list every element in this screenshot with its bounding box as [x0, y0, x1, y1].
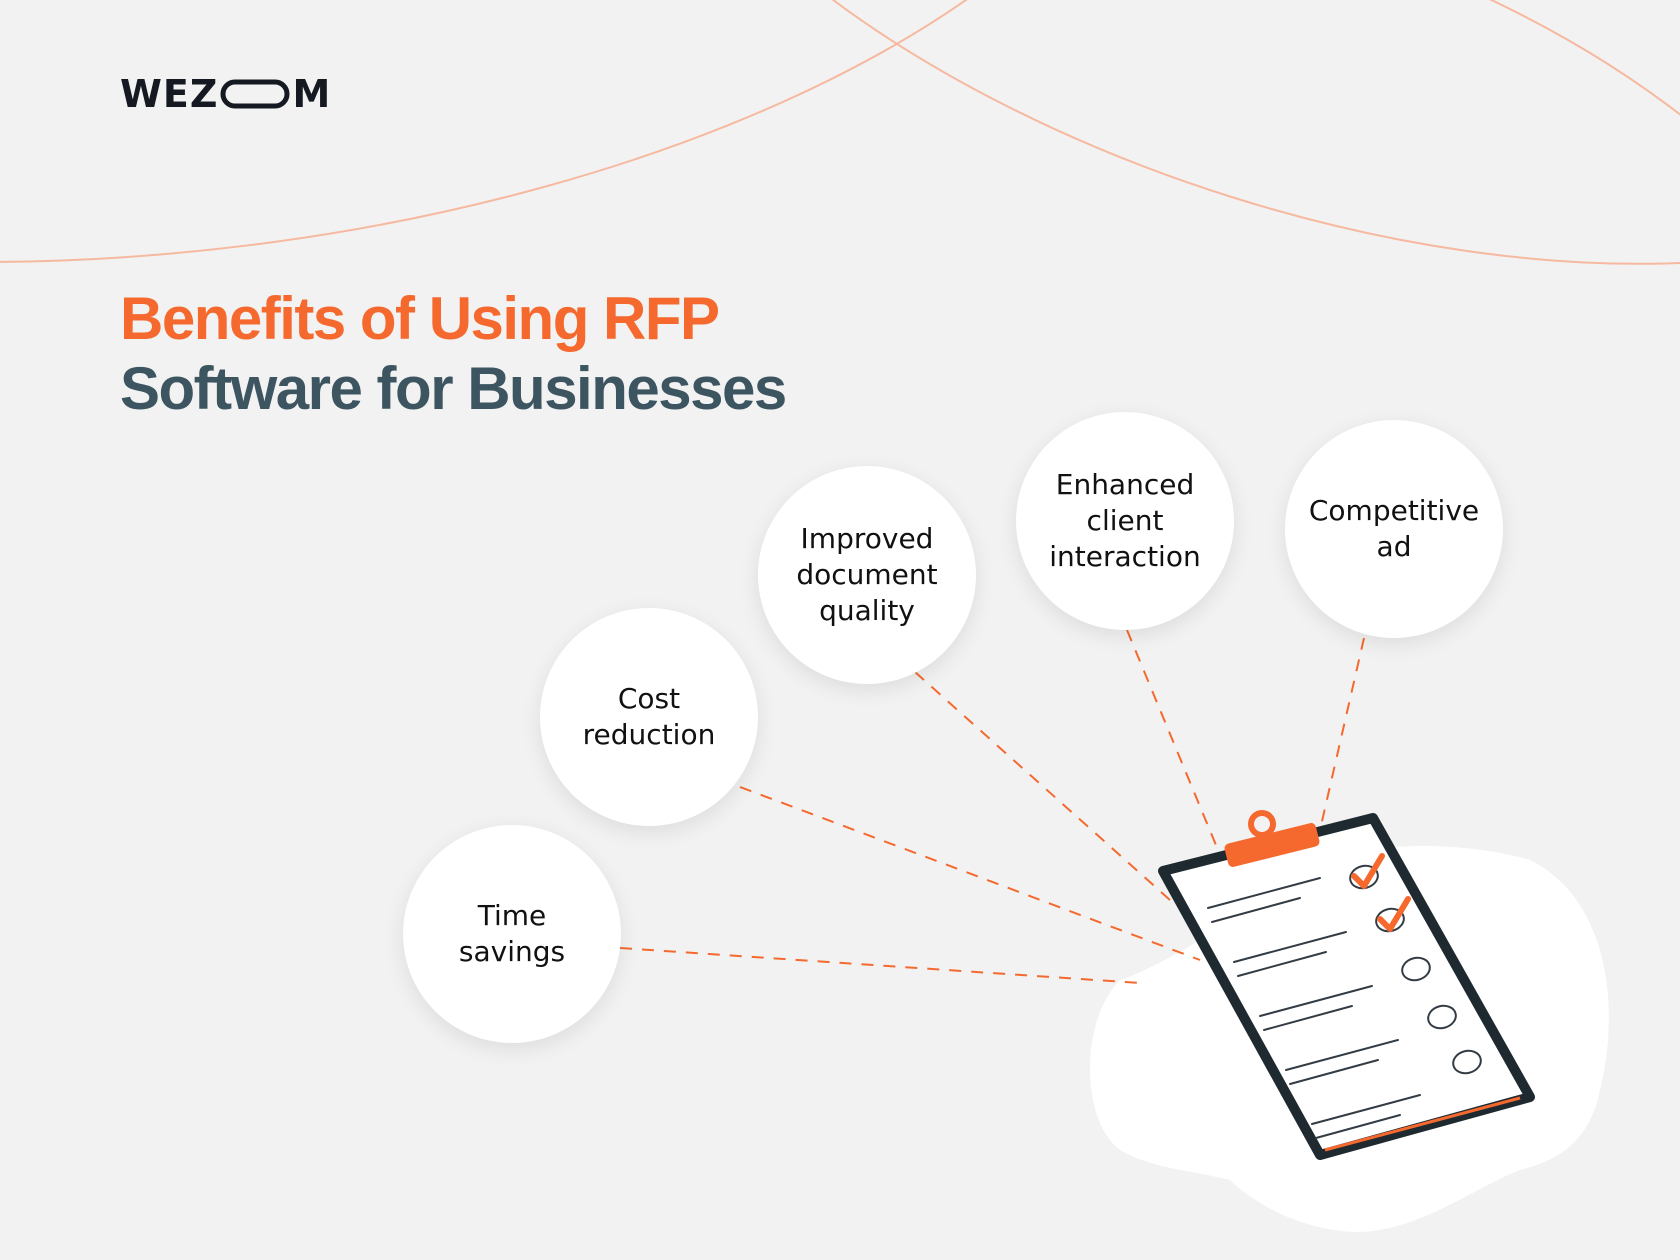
benefit-time-savings: Time savings: [403, 825, 621, 1043]
check-icon: [1351, 853, 1385, 889]
benefit-cost-reduction: Cost reduction: [540, 608, 758, 826]
connector-time-savings: [619, 947, 1141, 984]
connector-competitive: [1319, 637, 1365, 831]
title-line-2: Software for Businesses: [120, 355, 787, 422]
benefit-label: Competitive ad: [1308, 494, 1480, 563]
check-icon: [1377, 896, 1411, 932]
page-title: Benefits of Using RFP Software for Busin…: [120, 284, 787, 424]
benefit-label: Enhanced client interaction: [1049, 468, 1201, 573]
benefit-competitive-ad: Competitive ad: [1285, 420, 1503, 638]
logo-text-right: M: [292, 72, 332, 116]
logo-pill-icon: [220, 79, 290, 109]
title-line-1: Benefits of Using RFP: [120, 285, 720, 352]
connector-client-interaction: [1126, 629, 1219, 851]
clipboard-checklist-icon: [1158, 810, 1535, 1160]
benefit-label: Cost reduction: [582, 682, 716, 751]
benefit-label: Time savings: [458, 899, 566, 968]
benefit-enhanced-client-interaction: Enhanced client interaction: [1016, 412, 1234, 630]
logo-text-left: WEZ: [120, 72, 219, 116]
connector-cost-reduction: [739, 786, 1201, 961]
connector-document-quality: [914, 671, 1171, 901]
benefit-improved-document-quality: Improved document quality: [758, 466, 976, 684]
wezom-logo: WEZ M: [120, 72, 331, 116]
benefit-label: Improved document quality: [796, 522, 938, 627]
